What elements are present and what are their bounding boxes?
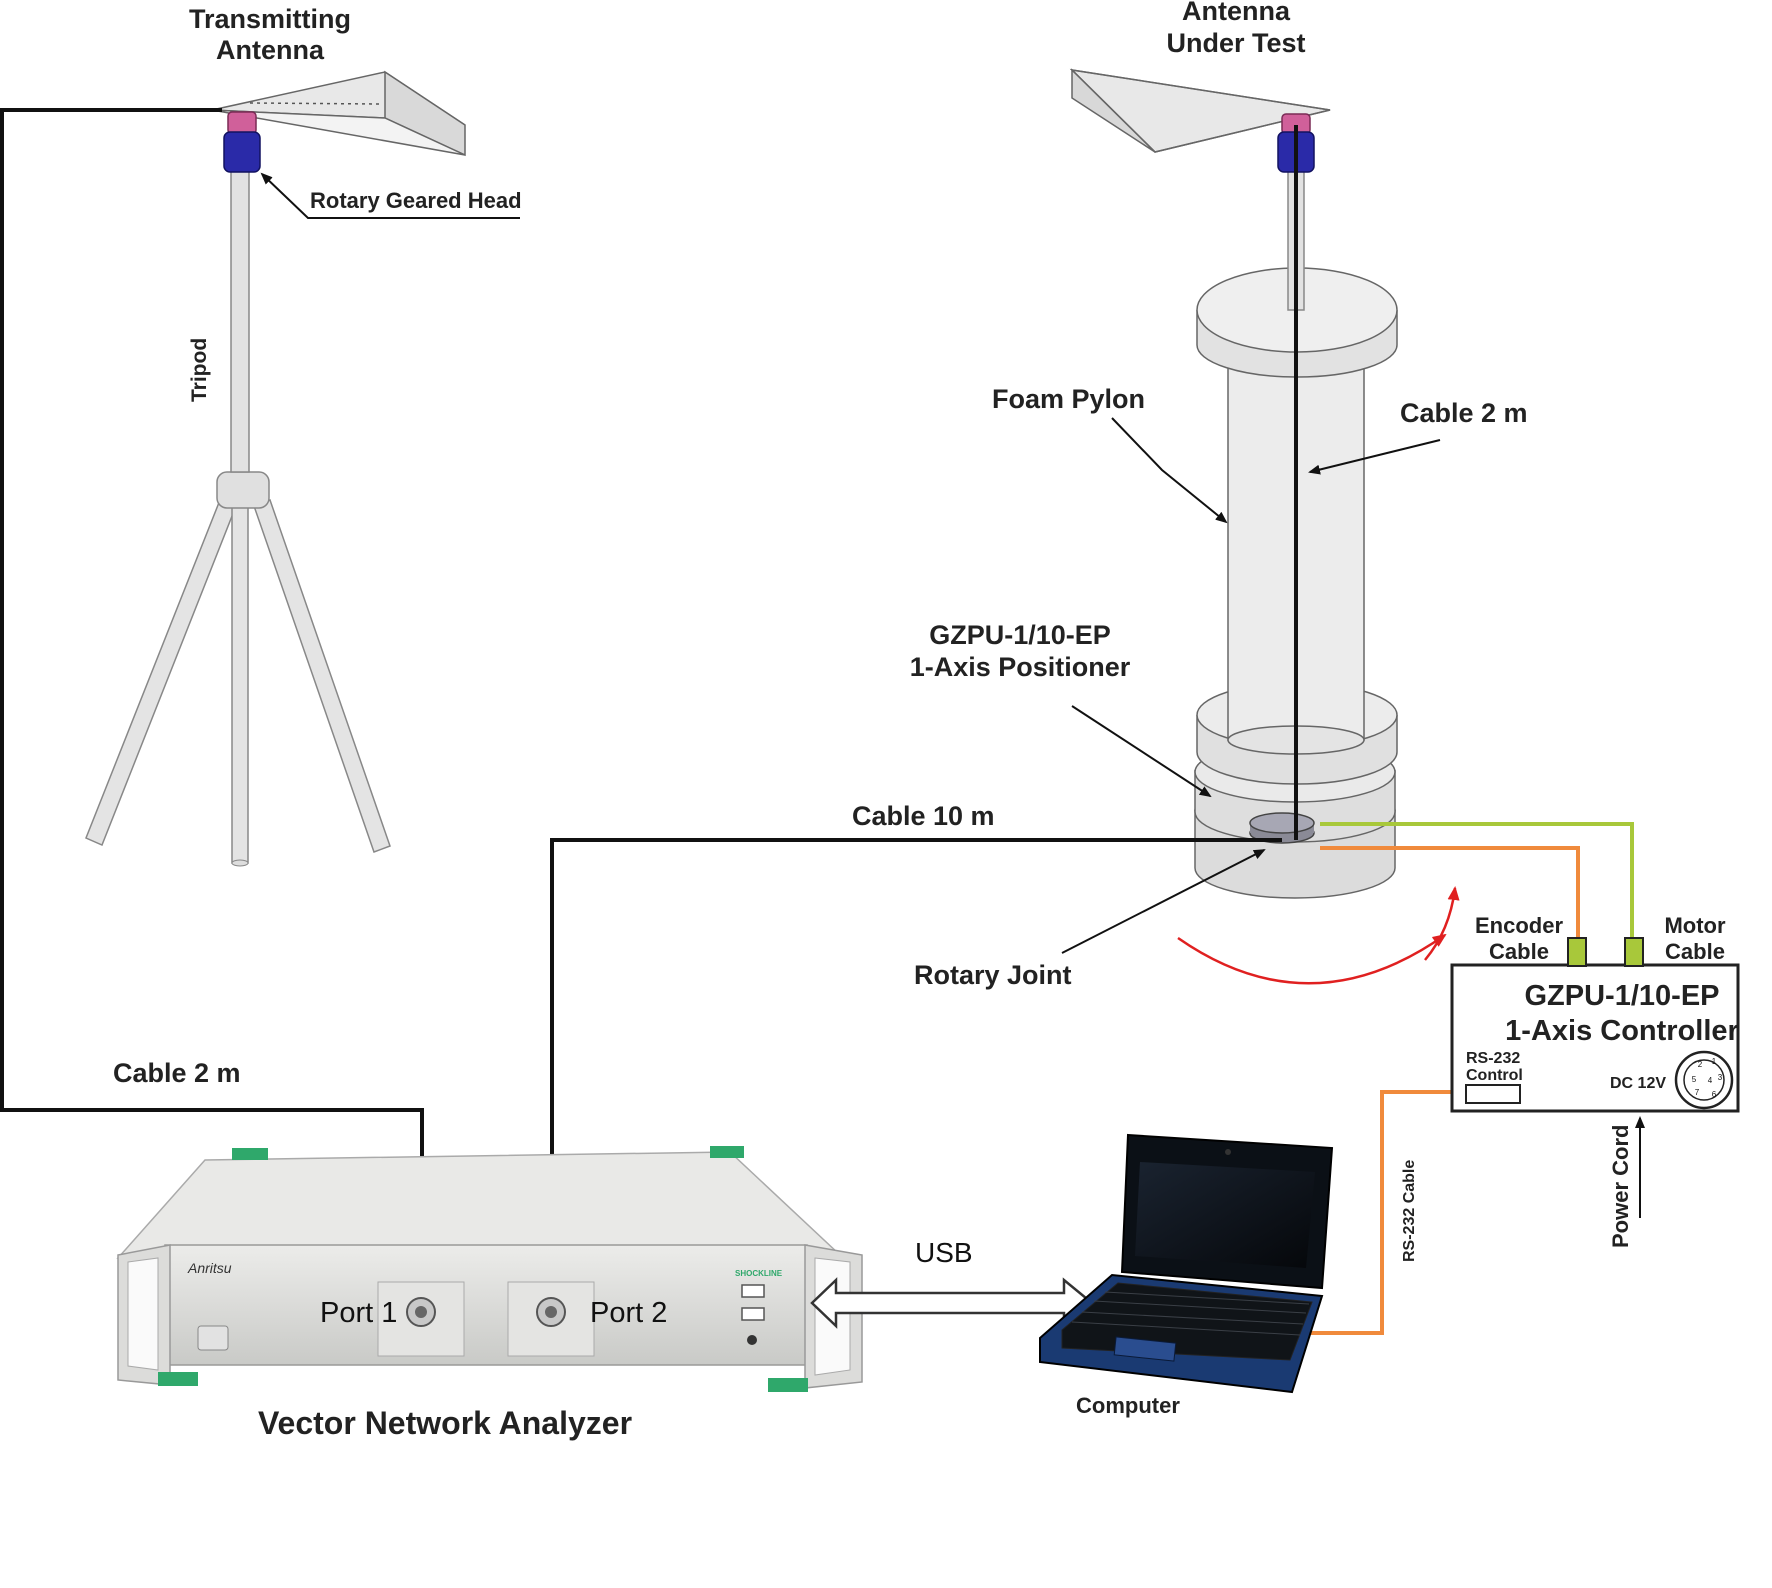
motor-cable-line [1320,822,1634,940]
laptop-keyboard [1071,1291,1310,1336]
rs232-cable-line [1305,1090,1465,1335]
rotary-geared-head-tx [223,111,261,173]
motor-connector [1624,937,1644,967]
tripod-leg-left [85,499,237,846]
pointer-positioner [1071,705,1212,798]
label-port-2: Port 2 [590,1297,667,1329]
encoder-connector [1567,937,1587,967]
label-motor-cable-2: Cable [1665,939,1725,964]
vna-foot [710,1146,744,1158]
controller-box [1450,937,1740,1113]
vna-usb-port [741,1284,765,1298]
pointer-rotary-geared-head [260,172,520,219]
label-motor-cable: Motor [1664,913,1726,938]
label-rotary-joint: Rotary Joint [914,960,1072,990]
label-antenna-under-test-2: Under Test [1166,28,1305,58]
label-encoder-cable-2: Cable [1489,939,1549,964]
vna-foot [158,1372,198,1386]
label-cable-10m: Cable 10 m [852,801,995,831]
label-rs232-control: RS-232 [1466,1050,1520,1067]
aut-horn-antenna [1069,68,1331,153]
label-rs232-control-2: Control [1466,1067,1523,1084]
vna-brand: Anritsu [187,1260,232,1276]
tripod-leg-center [231,504,249,864]
laptop-computer [1039,1133,1334,1394]
dc-12v-connector [1674,1050,1734,1110]
rs232-port [1465,1084,1521,1104]
label-tripod: Tripod [188,338,211,402]
pin-5: 5 [1692,1075,1697,1084]
pin-3: 3 [1718,1073,1723,1082]
vector-network-analyzer: Anritsu SHOCKLINE [116,1146,863,1392]
label-dc-12v: DC 12V [1610,1075,1666,1092]
label-transmitting-antenna-2: Antenna [216,35,325,65]
transmitting-horn-antenna [211,70,466,157]
vna-power-button [197,1325,229,1351]
label-transmitting-antenna: Transmitting [189,4,351,34]
label-cable-2m-left: Cable 2 m [113,1058,241,1088]
laptop-touchpad [1113,1336,1177,1362]
pointer-rotary-joint [1061,849,1266,954]
tripod [85,169,391,867]
pin-1: 1 [1712,1057,1717,1066]
label-computer: Computer [1076,1393,1180,1418]
pin-2: 2 [1698,1060,1703,1069]
pin-6: 6 [1712,1090,1717,1099]
pointer-foam-pylon [1111,417,1228,524]
label-antenna-under-test: Antenna [1182,0,1291,26]
pin-4: 4 [1708,1076,1713,1085]
tripod-hub [216,471,270,509]
vna-foot [232,1148,268,1160]
pin-7: 7 [1695,1088,1700,1097]
label-encoder-cable: Encoder [1475,913,1563,938]
rotation-arrow [1177,933,1447,985]
vna-foot [768,1378,808,1392]
label-power-cord: Power Cord [1608,1125,1633,1248]
cable-10m [550,838,1282,1300]
cable-2m-left [0,108,424,1300]
laptop-screen [1135,1162,1315,1268]
tripod-mast [230,169,250,473]
connector-pin-numbers: 1 2 3 4 5 6 7 [1692,1057,1723,1099]
pointer-cable-2m-pylon [1308,439,1441,475]
label-cable-2m-pylon: Cable 2 m [1400,398,1528,428]
label-positioner-2: 1-Axis Positioner [910,652,1131,682]
tripod-leg-right [253,499,391,853]
label-foam-pylon: Foam Pylon [992,384,1145,414]
vna-usb-port [741,1307,765,1321]
vna-series: SHOCKLINE [735,1269,783,1278]
label-rotary-geared-head: Rotary Geared Head [310,188,522,213]
label-controller-2: 1-Axis Controller [1505,1015,1739,1047]
label-rs232-cable: RS-232 Cable [1401,1160,1418,1262]
label-usb: USB [915,1237,973,1268]
label-port-1: Port 1 [320,1297,397,1329]
encoder-cable-line [1320,846,1580,940]
label-vna: Vector Network Analyzer [258,1405,632,1441]
port-2-connector [536,1297,566,1327]
label-controller: GZPU-1/10-EP [1525,980,1720,1012]
label-positioner: GZPU-1/10-EP [929,620,1111,650]
port-1-connector [406,1297,436,1327]
